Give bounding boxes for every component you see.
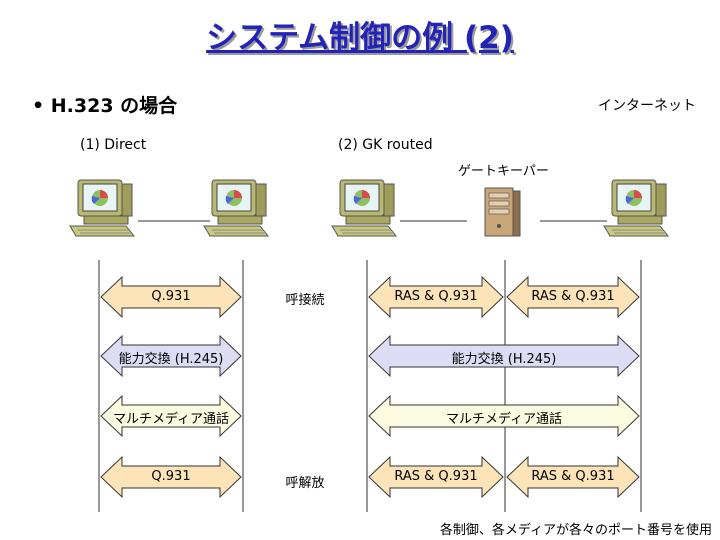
gk-release-right-label: RAS & Q.931: [531, 469, 615, 484]
phase-release-label: 呼解放: [285, 476, 325, 491]
direct-capability-arrow: [100, 334, 242, 378]
gk-release-left-arrow: [368, 455, 504, 499]
direct-setup-label: Q.931: [151, 289, 191, 304]
gk-release-right-arrow: [506, 455, 640, 499]
gk-setup-left-arrow: [368, 275, 504, 319]
direct-release-arrow: [100, 455, 242, 499]
direct-capability-label: 能力交換 (H.245): [118, 352, 224, 367]
gk-release-left-label: RAS & Q.931: [394, 469, 478, 484]
gk-multimedia-arrow: [368, 394, 640, 438]
gk-routed-label: (2) GK routed: [338, 137, 433, 153]
section-bullet: • H.323 の場合: [32, 95, 178, 117]
direct-terminal-left-icon: [69, 179, 135, 237]
gatekeeper-label: ゲートキーパー: [458, 164, 549, 179]
direct-setup-arrow: [100, 275, 242, 319]
gk-setup-left-label: RAS & Q.931: [394, 289, 478, 304]
phase-setup-label: 呼接続: [285, 293, 325, 308]
page-title: システム制御の例 (2): [206, 20, 514, 56]
footer-note: 各制御、各メディアが各々のポート番号を使用: [439, 523, 712, 538]
gk-capability-arrow: [368, 334, 640, 378]
direct-label: (1) Direct: [80, 137, 147, 153]
gk-setup-right-label: RAS & Q.931: [531, 289, 615, 304]
direct-multimedia-arrow: [100, 394, 242, 438]
gk-capability-label: 能力交換 (H.245): [451, 352, 557, 367]
gk-terminal-right-icon: [603, 179, 669, 237]
internet-label: インターネット: [598, 98, 696, 114]
direct-release-label: Q.931: [151, 469, 191, 484]
gk-terminal-left-icon: [331, 179, 397, 237]
direct-terminal-right-icon: [203, 179, 269, 237]
gk-setup-right-arrow: [506, 275, 640, 319]
direct-multimedia-label: マルチメディア通話: [112, 412, 230, 427]
gatekeeper-server-icon: [484, 187, 521, 237]
gk-multimedia-label: マルチメディア通話: [445, 412, 563, 427]
